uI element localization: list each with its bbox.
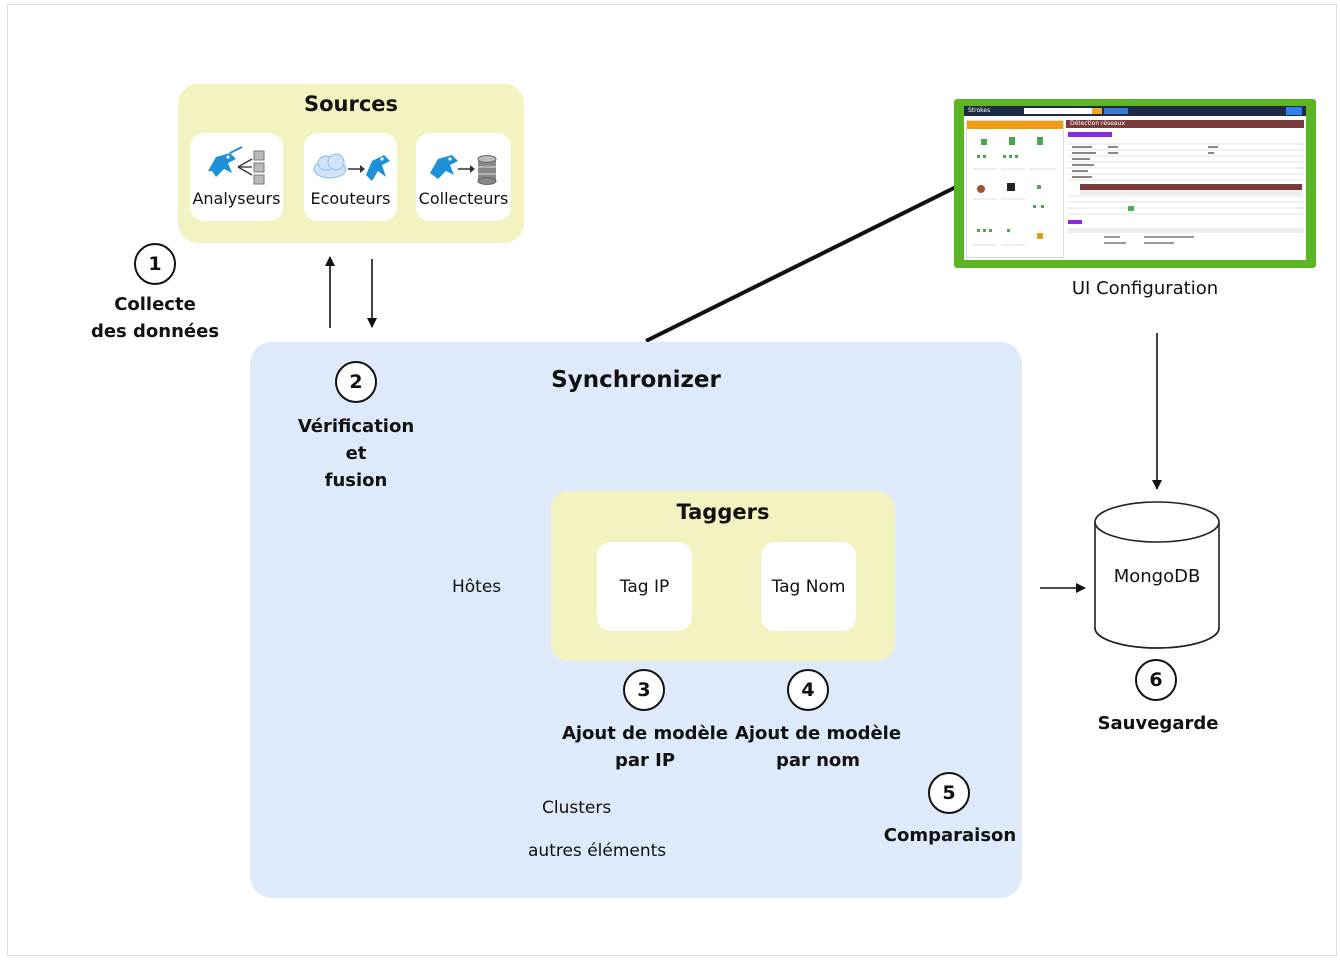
synchronizer-title: Synchronizer <box>551 367 721 393</box>
source-label: Ecouteurs <box>310 189 391 208</box>
source-ecouteurs: Ecouteurs <box>304 133 397 221</box>
ui-topbar-corner <box>1286 107 1302 115</box>
flow-label-hotes: Hôtes <box>448 577 506 597</box>
sources-title: Sources <box>303 92 399 116</box>
tag-nom-box: Tag Nom <box>761 542 856 631</box>
mongodb-database-icon <box>1094 501 1220 649</box>
ui-left-panel <box>966 120 1064 258</box>
ui-topbar-badge <box>1092 108 1102 114</box>
diagram-frame <box>7 4 1337 956</box>
step-1-badge: 1 <box>134 243 176 285</box>
source-label: Collecteurs <box>418 189 509 208</box>
step-5-label: Comparaison <box>883 825 1017 846</box>
cloud-listener-icon <box>313 153 390 181</box>
lizard-analyzer-icon <box>208 146 265 185</box>
ui-topbar-button <box>1104 108 1128 114</box>
ui-node-grid <box>973 137 1057 246</box>
ui-panel-header <box>1066 120 1304 128</box>
tag-ip-box: Tag IP <box>597 542 692 631</box>
ui-panel-title: Détection réseaux <box>1070 120 1125 127</box>
step-6-badge: 6 <box>1135 659 1177 701</box>
ui-search-bar <box>1024 108 1094 114</box>
step-4-badge: 4 <box>787 669 829 711</box>
tag-nom-label: Tag Nom <box>771 577 846 597</box>
source-analyseurs: Analyseurs <box>190 133 283 221</box>
ui-screenshot-content: Strokes Détection réseaux <box>964 106 1306 260</box>
tag-ip-label: Tag IP <box>619 577 670 597</box>
link-ui-configuration <box>645 184 959 343</box>
ui-table <box>1068 143 1304 244</box>
step-3-badge: 3 <box>623 669 665 711</box>
step-5-badge: 5 <box>928 772 970 814</box>
taggers-title: Taggers <box>676 500 770 524</box>
lizard-database-icon <box>430 155 497 185</box>
step-6-label: Sauvegarde <box>1097 713 1219 734</box>
source-label: Analyseurs <box>192 189 281 208</box>
step-2-badge: 2 <box>335 361 377 403</box>
source-collecteurs: Collecteurs <box>416 133 511 221</box>
flow-label-clusters: Clusters <box>538 798 616 818</box>
ui-app-name: Strokes <box>968 107 991 114</box>
ui-configuration-label: UI Configuration <box>1071 278 1219 299</box>
flow-label-autres: autres éléments <box>524 841 671 861</box>
mongodb-label: MongoDB <box>1113 566 1201 587</box>
ui-topbar <box>964 106 1306 116</box>
ui-tag-badge <box>1068 132 1112 137</box>
